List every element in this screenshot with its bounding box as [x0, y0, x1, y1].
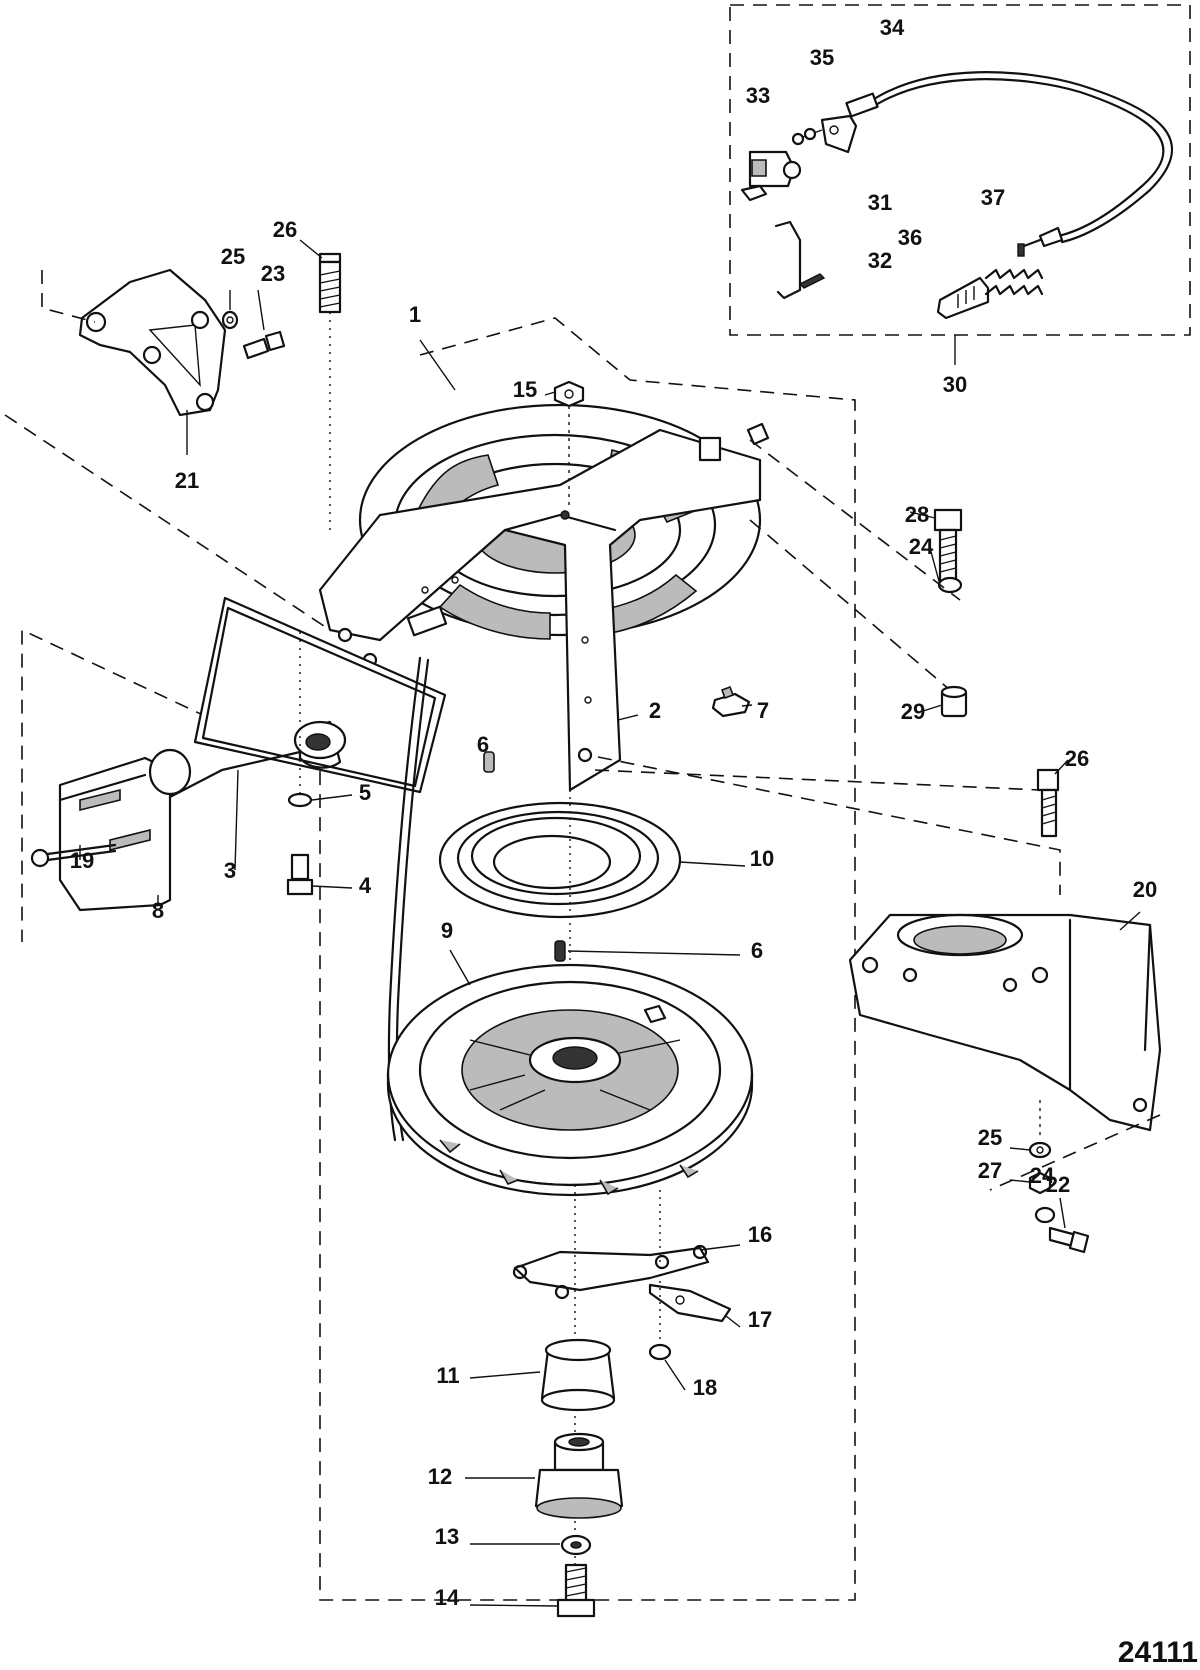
- callout-c6a: 6: [477, 732, 489, 757]
- callout-c22: 22: [1046, 1172, 1070, 1197]
- callout-c28: 28: [905, 502, 929, 527]
- callout-c5: 5: [359, 780, 371, 805]
- callout-c35: 35: [810, 45, 834, 70]
- starter-housing-2: [318, 380, 770, 792]
- callout-c26b: 26: [1065, 746, 1089, 771]
- spring-group: [438, 751, 746, 1140]
- callout-c24a: 24: [909, 534, 934, 559]
- callout-c34: 34: [880, 15, 905, 40]
- callout-c17: 17: [748, 1307, 772, 1332]
- figure-number: 24111: [1118, 1636, 1198, 1669]
- right-fasteners: [749, 439, 968, 718]
- callout-c1: 1: [409, 302, 421, 327]
- callout-c20: 20: [1133, 877, 1157, 902]
- cable-kit-inset: [729, 4, 1191, 365]
- callout-c31: 31: [868, 190, 892, 215]
- callout-c3: 3: [224, 858, 236, 883]
- callout-c23: 23: [261, 261, 285, 286]
- callout-c33: 33: [746, 83, 770, 108]
- callout-c8: 8: [152, 898, 164, 923]
- callout-c25a: 25: [221, 244, 245, 269]
- callout-c16: 16: [748, 1222, 772, 1247]
- callout-c19: 19: [70, 848, 94, 873]
- pulley-9: [386, 949, 754, 1197]
- callout-c10: 10: [750, 846, 774, 871]
- callout-c18: 18: [693, 1375, 717, 1400]
- callout-c25b: 25: [978, 1125, 1002, 1150]
- callout-c32: 32: [868, 248, 892, 273]
- callout-c15: 15: [513, 377, 537, 402]
- callout-c27: 27: [978, 1158, 1002, 1183]
- callout-c11: 11: [436, 1363, 459, 1388]
- callout-c37: 37: [981, 185, 1005, 210]
- callout-c14: 14: [435, 1585, 460, 1610]
- callout-c12: 12: [428, 1464, 452, 1489]
- bracket-21-group: [4, 239, 342, 631]
- callout-c30: 30: [943, 372, 967, 397]
- callout-c9: 9: [441, 918, 453, 943]
- callout-labels: 1234566789101112131415161718192021222324…: [70, 15, 1157, 1610]
- callout-c24b: 24: [1030, 1163, 1055, 1188]
- callout-c21: 21: [175, 468, 199, 493]
- callout-c2: 2: [649, 698, 661, 723]
- callout-c4: 4: [359, 873, 372, 898]
- callout-c6b: 6: [751, 938, 763, 963]
- bracket-20-group: [594, 756, 1162, 1254]
- assembly-1-outline: [21, 317, 856, 1601]
- lower-parts: [465, 1185, 741, 1618]
- callout-c7: 7: [757, 698, 769, 723]
- callout-c29: 29: [901, 699, 925, 724]
- callout-c36: 36: [898, 225, 922, 250]
- callout-c13: 13: [435, 1524, 459, 1549]
- callout-c26a: 26: [273, 217, 297, 242]
